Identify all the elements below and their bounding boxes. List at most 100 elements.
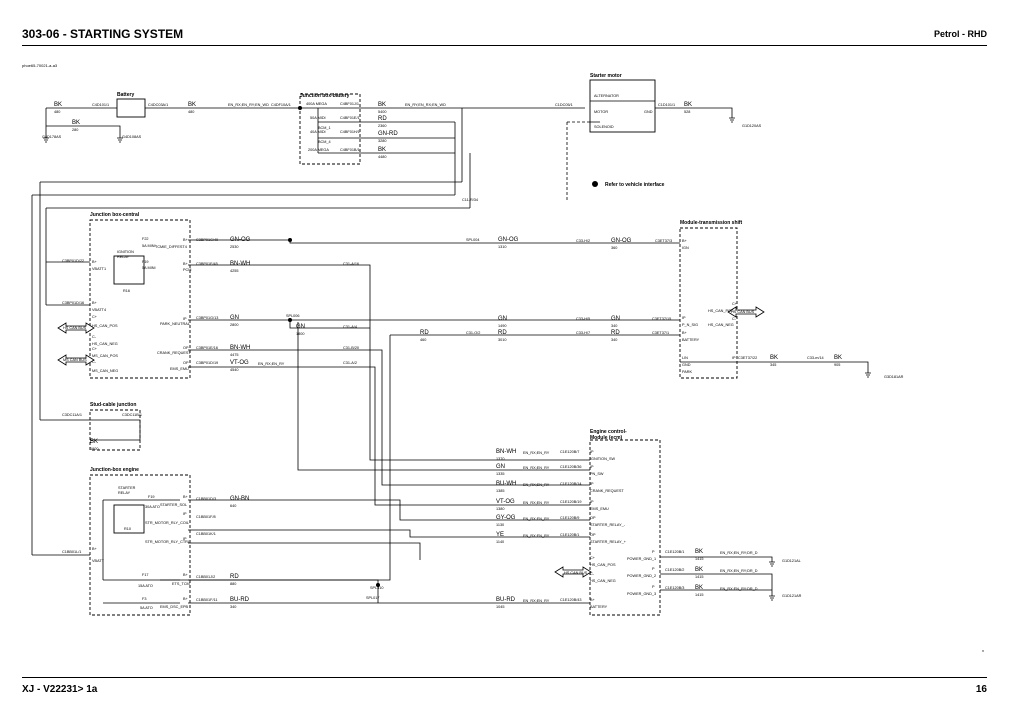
- pin-label: 360: [611, 246, 617, 250]
- battery-symbol: [116, 98, 146, 118]
- wire-color-label: GN: [296, 324, 305, 330]
- pin-label: C1BB01K/1: [196, 532, 216, 536]
- pin-label: SPL006: [286, 314, 300, 318]
- pin-label: G1D120AS: [742, 124, 762, 128]
- pin-label: P: [652, 550, 655, 554]
- pin-label: 5400: [378, 110, 386, 114]
- pin-label: PARK_NEUTRAL: [160, 322, 190, 326]
- pin-label: C+: [732, 302, 738, 306]
- pin-label: 1415: [695, 575, 703, 579]
- pin-label: EN_RX;EN_RY: [523, 501, 550, 505]
- pin-label: 5A ATO: [140, 606, 153, 610]
- wire-color-label: GN-OG: [611, 238, 632, 244]
- junction-box-battery: [299, 93, 361, 165]
- pin-label: STARTER_RELAY_-: [590, 523, 626, 527]
- module-title: Junction box-central: [90, 212, 140, 218]
- pin-label: C4BF01H/1: [340, 130, 360, 134]
- pin-label: C3ET37/3: [655, 239, 672, 243]
- pin-label: EN_RX;EN_RY;DR_D: [720, 551, 758, 555]
- pin-label: F19: [148, 495, 155, 499]
- pin-label: EN_RY;EN_RX;EN_WD: [405, 103, 446, 107]
- pin-label: C4DC03A/1: [148, 103, 168, 107]
- pin-label: 4475: [230, 353, 238, 357]
- pin-label: C33-H/7: [576, 331, 590, 335]
- pin-label: C1DC05/1: [555, 103, 573, 107]
- pin-label: C31-A/4: [343, 325, 357, 329]
- pin-label: G1D121AR: [782, 594, 802, 598]
- pin-label: 4480: [378, 155, 386, 159]
- top-rule: [22, 45, 987, 46]
- pin-label: C4BF01B/1: [340, 148, 360, 152]
- hs-can-bus-arrow-tcm: [727, 306, 765, 318]
- pin-label: C1BB01F/11: [196, 598, 217, 602]
- pin-label: 480: [54, 110, 60, 114]
- pin-label: B+: [92, 547, 98, 551]
- legend-diamond-icon: [592, 181, 598, 187]
- ms-can-bus-arrow-central: [57, 354, 95, 366]
- wire-color-label: VT-OG: [496, 499, 515, 505]
- pin-label: C33-H/2: [576, 239, 590, 243]
- pin-label: B+: [183, 573, 189, 577]
- pin-label: G1D121AL: [782, 559, 801, 563]
- pin-label: 5A MINI: [142, 244, 156, 248]
- pin-label: PCM: [183, 268, 191, 272]
- pin-label: IP: [590, 450, 594, 454]
- pin-label: MS_CAN_NEG: [92, 369, 118, 373]
- pin-label: IP: [590, 482, 594, 486]
- pin-label: C1BB01J/2: [196, 575, 215, 579]
- pin-label: 15A ATO: [138, 584, 153, 588]
- pin-label: B+: [183, 597, 189, 601]
- wire-color-label: BK: [770, 355, 778, 361]
- pin-label: 280: [72, 128, 78, 132]
- pin-label: EN_RX;EN_RY: [523, 599, 550, 603]
- pin-label: OP: [183, 346, 189, 350]
- pin-label: BATTERY: [682, 338, 700, 342]
- pin-label: 1800: [296, 332, 304, 336]
- wire-color-label: GN: [611, 316, 620, 322]
- pin-label: 1140: [496, 540, 504, 544]
- pin-label: STARTER_RELAY_+: [590, 540, 627, 544]
- pin-label: C33-m/14: [807, 356, 824, 360]
- pin-label: B+: [92, 260, 98, 264]
- splice-nodes: [288, 106, 598, 587]
- pin-label: 30A ATO: [145, 505, 160, 509]
- pin-label: 640: [230, 504, 236, 508]
- wire-color-label: BN-WH: [496, 449, 516, 455]
- module-title: Engine control-: [590, 429, 627, 435]
- pin-label: 905: [834, 363, 840, 367]
- pin-label: 1385: [496, 489, 504, 493]
- pin-label: IP: [590, 465, 594, 469]
- pin-label: EMS_DSC_EPB: [160, 605, 189, 609]
- module-title: Stud-cable junction: [90, 402, 136, 408]
- pin-label: GND: [682, 363, 691, 367]
- pin-label: F3: [142, 597, 146, 601]
- wire-color-label: YE: [496, 532, 504, 538]
- wire-color-label: GN-OG: [230, 237, 251, 243]
- pin-label: C1D101/1: [658, 103, 675, 107]
- wire-color-label: BK: [72, 120, 80, 126]
- pin-label: C4DF10A/1: [271, 103, 291, 107]
- wire-color-label: BK: [188, 102, 196, 108]
- pin-label: SPL004: [466, 238, 480, 242]
- pin-label: HS CAN BUS: [731, 310, 755, 314]
- pin-label: HS_CAN_NEG: [590, 579, 616, 583]
- pin-label: STR_MOTOR_RLY_CTRL: [145, 540, 190, 544]
- connector-arrows: [57, 306, 765, 578]
- wire-color-label: VT-OG: [230, 360, 249, 366]
- pin-label: PARK: [682, 370, 693, 374]
- pin-label: C+: [92, 315, 98, 319]
- pin-label: C11-R/34: [462, 198, 478, 202]
- wire-color-label: RD: [378, 116, 387, 122]
- module-title: Module-transmission shift: [680, 220, 743, 226]
- pin-label: IP: [183, 317, 187, 321]
- pin-label: 1045: [496, 605, 504, 609]
- pin-label: C4D101/1: [92, 103, 109, 107]
- pin-label: 2360: [378, 124, 386, 128]
- pin-label: STARTER_SOL: [160, 503, 187, 507]
- pin-label: 340: [611, 338, 617, 342]
- wire-color-label: GY-OG: [496, 515, 516, 521]
- pin-label: CRANK_REQUEST: [157, 351, 191, 355]
- pin-label: C3BP01C/40: [196, 238, 218, 242]
- pin-label: HS CAN BUS: [564, 571, 588, 575]
